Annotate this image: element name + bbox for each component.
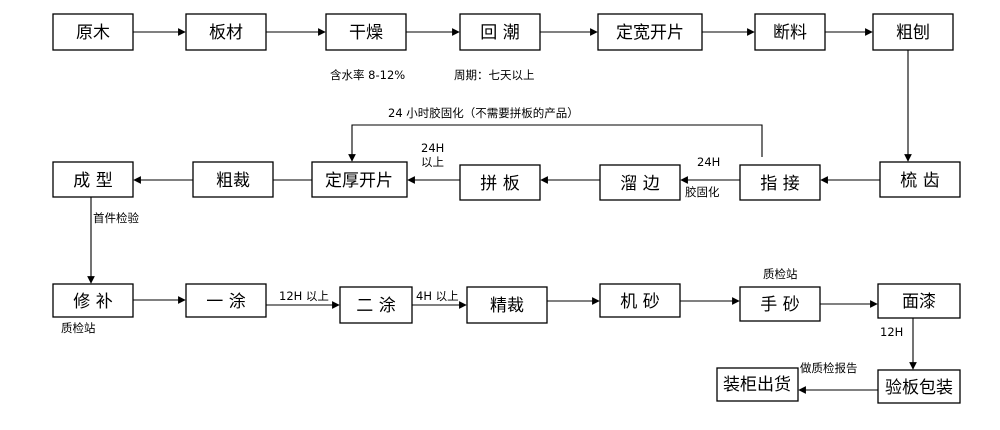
step-second-coat: 二 涂: [339, 286, 413, 324]
step-width-ripping: 定宽开片: [597, 13, 703, 51]
step-edge-sliding-label: 溜 边: [620, 174, 659, 194]
step-finger-comb-label: 梳 齿: [900, 171, 939, 191]
step-second-coat-label: 二 涂: [356, 296, 395, 316]
step-first-coat: 一 涂: [185, 283, 267, 318]
step-first-coat-label: 一 涂: [206, 292, 245, 312]
step-rough-planing: 粗刨: [872, 13, 954, 51]
step-inspection-packing-label: 验板包装: [885, 378, 953, 398]
note-glue-24h: 24 小时胶固化（不需要拼板的产品）: [388, 106, 579, 120]
step-container-shipping: 装柜出货: [716, 367, 799, 402]
step-drying-label: 干燥: [349, 23, 383, 43]
note-first-piece: 首件检验: [93, 211, 139, 225]
step-board-label: 板材: [209, 23, 243, 43]
step-width-ripping-label: 定宽开片: [616, 23, 684, 43]
note-qc-station-1: 质检站: [61, 321, 96, 335]
step-hand-sanding: 手 砂: [739, 286, 821, 322]
step-repair: 修 补: [52, 283, 134, 318]
step-repair-label: 修 补: [73, 292, 112, 312]
step-moisture-regain: 回 潮: [459, 13, 541, 51]
step-drying: 干燥: [325, 13, 407, 51]
step-thickness-ripping: 定厚开片: [311, 161, 408, 198]
step-log-label: 原木: [76, 23, 110, 43]
step-top-coat-label: 面漆: [902, 292, 936, 312]
note-moisture: 含水率 8-12%: [330, 68, 405, 82]
step-finger-comb: 梳 齿: [879, 161, 961, 198]
note-cycle: 周期：七天以上: [454, 68, 535, 82]
step-machine-sanding-label: 机 砂: [620, 292, 659, 312]
step-forming: 成 型: [52, 161, 134, 198]
note-4h-above: 4H 以上: [416, 289, 459, 303]
step-hand-sanding-label: 手 砂: [760, 295, 799, 315]
step-top-coat: 面漆: [877, 283, 961, 319]
note-qc-station-2: 质检站: [763, 267, 798, 281]
step-panel-glueing-label: 拼 板: [480, 174, 519, 194]
note-qc-report: 做质检报告: [800, 361, 858, 375]
step-inspection-packing: 验板包装: [877, 369, 961, 404]
note-above-a: 以上: [421, 155, 444, 169]
step-cross-cut-label: 断料: [773, 23, 807, 43]
step-board: 板材: [185, 13, 267, 51]
step-log: 原木: [52, 13, 134, 51]
step-finger-joint: 指 接: [739, 164, 821, 201]
bypass-glue-cure-arrow: [348, 124, 763, 162]
step-edge-sliding: 溜 边: [599, 164, 681, 201]
step-fine-cutting: 精裁: [466, 286, 548, 324]
note-12h: 12H: [880, 325, 903, 339]
step-panel-glueing: 拼 板: [459, 164, 541, 201]
step-rough-cutting: 粗裁: [192, 161, 274, 198]
step-forming-label: 成 型: [73, 171, 112, 191]
note-12h-above: 12H 以上: [279, 289, 329, 303]
step-thickness-ripping-label: 定厚开片: [325, 171, 393, 191]
step-container-shipping-label: 装柜出货: [723, 375, 791, 395]
step-rough-cutting-label: 粗裁: [216, 171, 250, 191]
note-glue-cure: 胶固化: [685, 185, 720, 199]
step-cross-cut: 断料: [754, 13, 826, 51]
step-rough-planing-label: 粗刨: [896, 23, 930, 43]
step-finger-joint-label: 指 接: [760, 174, 799, 194]
step-machine-sanding: 机 砂: [599, 283, 681, 318]
step-moisture-regain-label: 回 潮: [480, 23, 519, 43]
step-fine-cutting-label: 精裁: [490, 296, 524, 316]
note-24h-a: 24H: [421, 141, 444, 155]
note-24h-b: 24H: [697, 155, 720, 169]
